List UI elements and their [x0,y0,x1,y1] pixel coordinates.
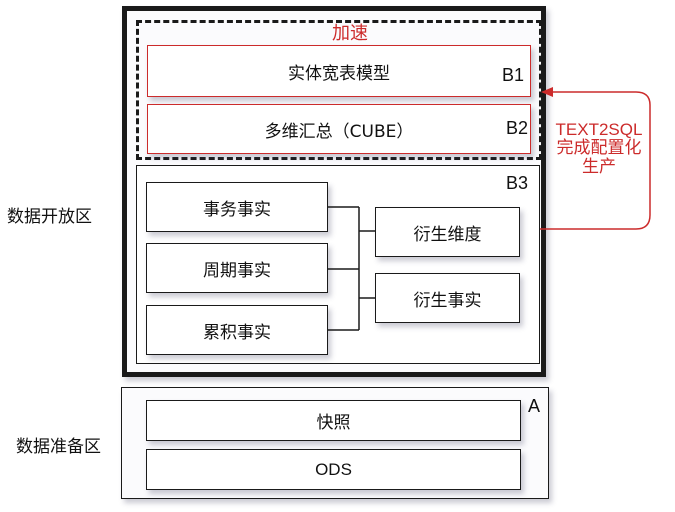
acceleration-region [136,20,542,160]
feedback-text: TEXT2SQL 完成配置化 生产 [552,120,646,177]
feedback-line-2: 完成配置化 [556,138,642,158]
feedback-arrowhead-icon [541,87,553,97]
acceleration-label: 加速 [332,23,368,44]
derived-fact-label: 衍生事实 [413,290,482,311]
transaction-fact-box[interactable]: 事务事实 [146,182,328,232]
b2-cube-summary[interactable]: 多维汇总（CUBE） [147,104,531,154]
b1-wide-table-model[interactable]: 实体宽表模型 [147,45,531,97]
b1-tag: B1 [502,65,525,85]
feedback-line-1: TEXT2SQL [555,120,643,139]
feedback-line-3: 生产 [582,157,616,177]
periodic-fact-box[interactable]: 周期事实 [146,243,328,293]
b1-label: 实体宽表模型 [288,63,390,84]
transaction-fact-label: 事务事实 [203,199,271,220]
b3-tag: B3 [506,173,529,193]
prep-zone-label: 数据准备区 [16,437,101,457]
derived-dimension-label: 衍生维度 [413,224,482,245]
snapshot-label: 快照 [316,413,351,433]
periodic-fact-label: 周期事实 [203,260,271,281]
snapshot-box[interactable]: 快照 [146,400,521,441]
derived-fact-box[interactable]: 衍生事实 [375,273,520,323]
a-tag: A [528,396,541,416]
ods-box[interactable]: ODS [146,449,521,490]
b2-tag: B2 [506,118,529,138]
open-zone-label: 数据开放区 [7,207,92,227]
b2-label: 多维汇总（CUBE） [264,121,414,142]
accumulating-fact-label: 累积事实 [203,322,271,343]
derived-dimension-box[interactable]: 衍生维度 [375,207,520,257]
feedback-arrow-path [540,91,651,230]
accumulating-fact-box[interactable]: 累积事实 [146,305,328,355]
ods-label: ODS [315,459,352,479]
